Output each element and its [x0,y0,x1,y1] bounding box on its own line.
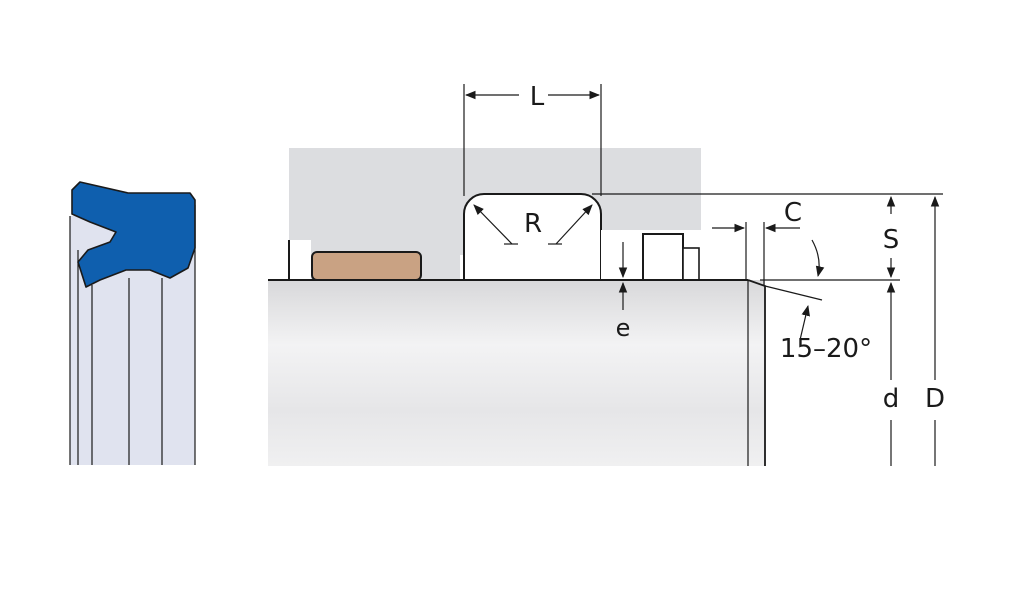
dim-angle-leader [799,304,810,341]
label-S: S [883,225,900,255]
clearance-gap-left [289,240,311,280]
housing-step-small [682,247,700,281]
seal-cross-section [69,181,196,465]
dim-angle-arc-top [811,239,825,278]
label-C: C [784,198,802,228]
seal-lip-profile [71,181,196,288]
label-D: D [925,384,945,414]
rod-body [268,280,765,466]
wear-ring [311,251,422,281]
label-L: L [530,82,545,112]
label-d: d [883,384,900,414]
dim-R-arrow-left [473,204,513,245]
rod [268,279,766,466]
housing-step [642,233,684,281]
dim-R-arrow-right [555,204,593,245]
dimension-lines [463,84,943,466]
label-e: e [616,314,631,342]
label-angle: 15–20° [780,334,872,364]
groove-floor [460,255,605,281]
label-R: R [524,209,542,239]
dimension-labels: L R C S e 15–20° d D [524,82,945,414]
dim-angle-line [764,285,823,301]
